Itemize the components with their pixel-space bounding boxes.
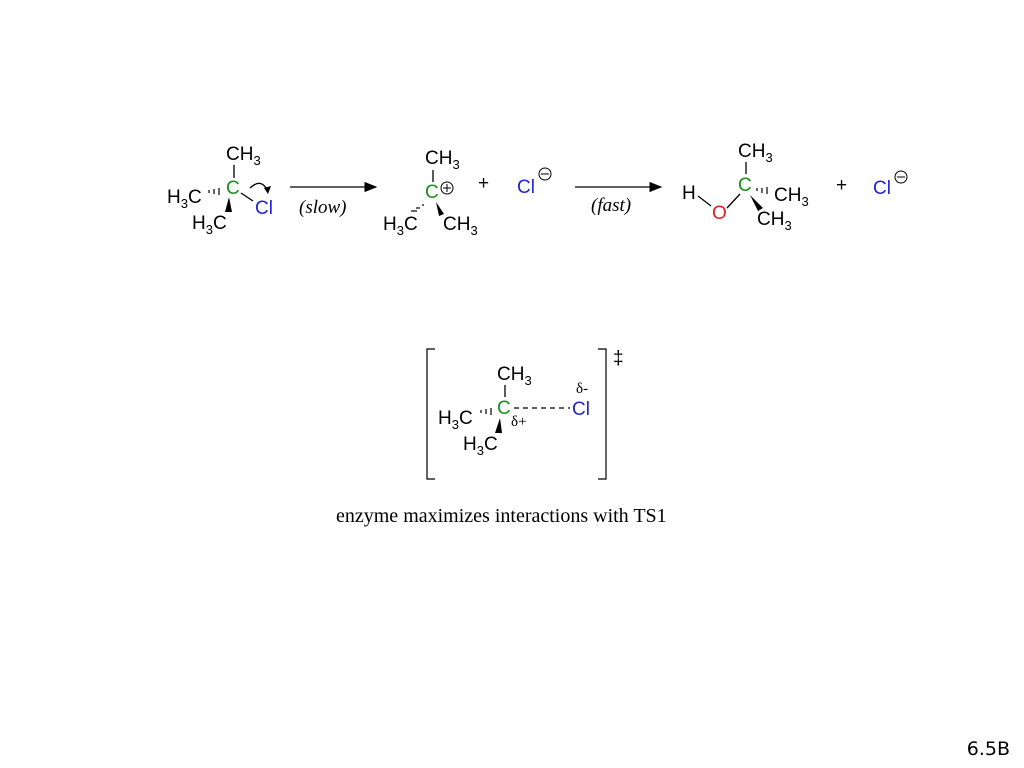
ts-left-methyl: H3C xyxy=(438,408,473,432)
condition-fast: (fast) xyxy=(591,195,631,216)
condition-slow: (slow) xyxy=(299,197,347,218)
wedge-bond xyxy=(495,418,502,433)
delta-minus: δ- xyxy=(576,381,588,397)
plus-sign-1: + xyxy=(478,173,489,194)
product-carbon: C xyxy=(738,175,752,196)
wedge-bond xyxy=(750,195,763,211)
hashed-bond xyxy=(756,187,768,194)
right-bracket xyxy=(598,348,607,480)
reactant-chlorine: Cl xyxy=(255,198,273,219)
reactant-central-carbon: C xyxy=(226,178,240,199)
delta-plus: δ+ xyxy=(511,414,527,430)
left-bracket xyxy=(426,348,435,480)
carbocation-molecule: CH3 C H3C CH3 xyxy=(383,148,478,238)
chloride-ion-1: Cl xyxy=(517,177,535,198)
product-hydrogen: H xyxy=(682,183,696,204)
wedge-bond xyxy=(225,197,232,212)
product-top-methyl: CH3 xyxy=(738,141,773,165)
slide-number: 6.5B xyxy=(966,738,1010,760)
caption: enzyme maximizes interactions with TS1 xyxy=(336,505,667,527)
carbocation-top-methyl: CH3 xyxy=(425,148,460,172)
ts-top-methyl: CH3 xyxy=(497,364,532,388)
hashed-bond xyxy=(411,204,424,212)
chloride-ion-2: Cl xyxy=(873,178,891,199)
reactant-molecule: CH3 C H3C H3C Cl xyxy=(167,144,273,237)
reactant-bottom-methyl: H3C xyxy=(192,213,227,237)
double-dagger: ‡ xyxy=(613,348,624,369)
wedge-bond xyxy=(436,202,444,216)
product-right-methyl: CH3 xyxy=(774,185,809,209)
carbocation-carbon: C xyxy=(425,182,439,203)
hashed-bond xyxy=(480,408,492,415)
plus-sign-2: + xyxy=(836,175,847,196)
product-oxygen: O xyxy=(712,203,727,224)
product-bottom-methyl: CH3 xyxy=(757,209,792,233)
ts-carbon: C xyxy=(497,398,511,419)
product-molecule: CH3 C H O CH3 CH3 xyxy=(682,141,809,233)
hashed-bond xyxy=(208,188,220,195)
ts-chlorine: Cl xyxy=(572,399,590,420)
reactant-left-methyl: H3C xyxy=(167,187,202,211)
carbocation-left-methyl: H3C xyxy=(383,214,418,238)
carbocation-right-methyl: CH3 xyxy=(443,214,478,238)
transition-state: ‡ CH3 C H3C H3C Cl δ- δ+ xyxy=(426,348,624,480)
reactant-top-methyl: CH3 xyxy=(226,144,261,168)
ts-bottom-methyl: H3C xyxy=(463,434,498,458)
